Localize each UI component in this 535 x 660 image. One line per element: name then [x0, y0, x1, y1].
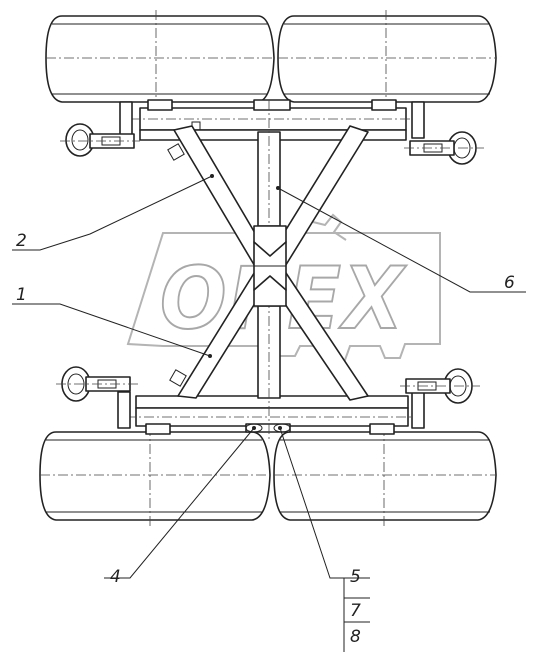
- bottom-left-hub: [56, 366, 140, 429]
- bottom-right-tire: [273, 426, 497, 526]
- bottom-axle-beam: [126, 395, 420, 435]
- callout-5: 5: [350, 567, 361, 587]
- bottom-left-tire: [39, 426, 271, 526]
- top-left-tire: [45, 10, 275, 108]
- callout-4: 4: [110, 567, 121, 587]
- cross-brace: [167, 125, 369, 401]
- callout-2: 2: [16, 231, 27, 251]
- bottom-fittings: [245, 423, 291, 433]
- callout-1: 1: [16, 285, 27, 305]
- bottom-right-hub: [400, 368, 480, 429]
- top-left-hub: [60, 101, 140, 157]
- top-right-hub: [404, 101, 484, 165]
- top-right-tire: [277, 10, 497, 108]
- center-shaft: [257, 100, 281, 440]
- callout-8: 8: [350, 627, 361, 647]
- leader-lines: [12, 174, 526, 652]
- callout-6: 6: [504, 273, 515, 293]
- callout-7: 7: [350, 601, 361, 621]
